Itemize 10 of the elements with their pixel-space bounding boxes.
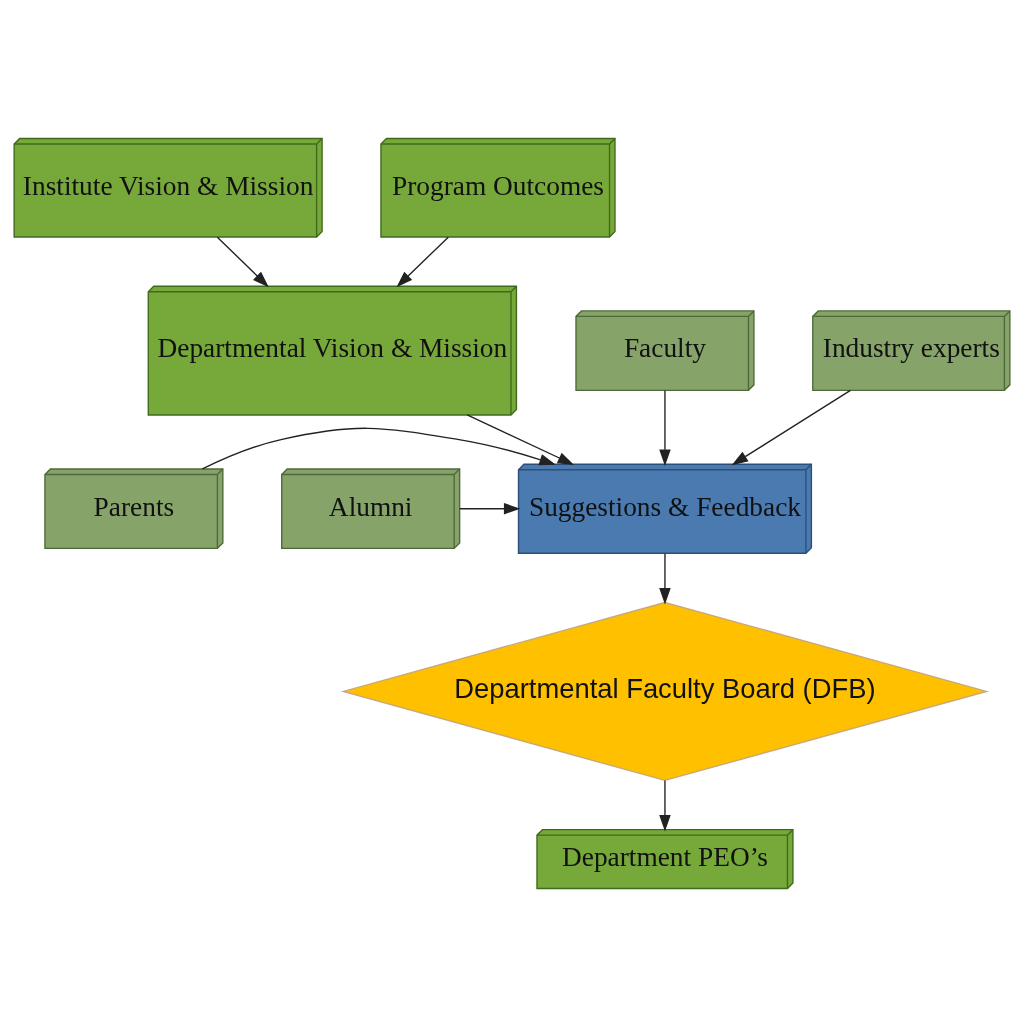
arrow bbox=[659, 779, 671, 831]
arrow bbox=[201, 427, 556, 470]
arrow bbox=[466, 413, 575, 465]
arrow bbox=[459, 502, 521, 514]
node-diamond: Departmental Faculty Board (DFB) bbox=[340, 601, 990, 781]
arrow bbox=[731, 389, 852, 465]
arrow bbox=[216, 235, 269, 287]
arrow bbox=[396, 235, 449, 287]
arrow bbox=[659, 389, 671, 466]
arrow bbox=[659, 552, 671, 605]
